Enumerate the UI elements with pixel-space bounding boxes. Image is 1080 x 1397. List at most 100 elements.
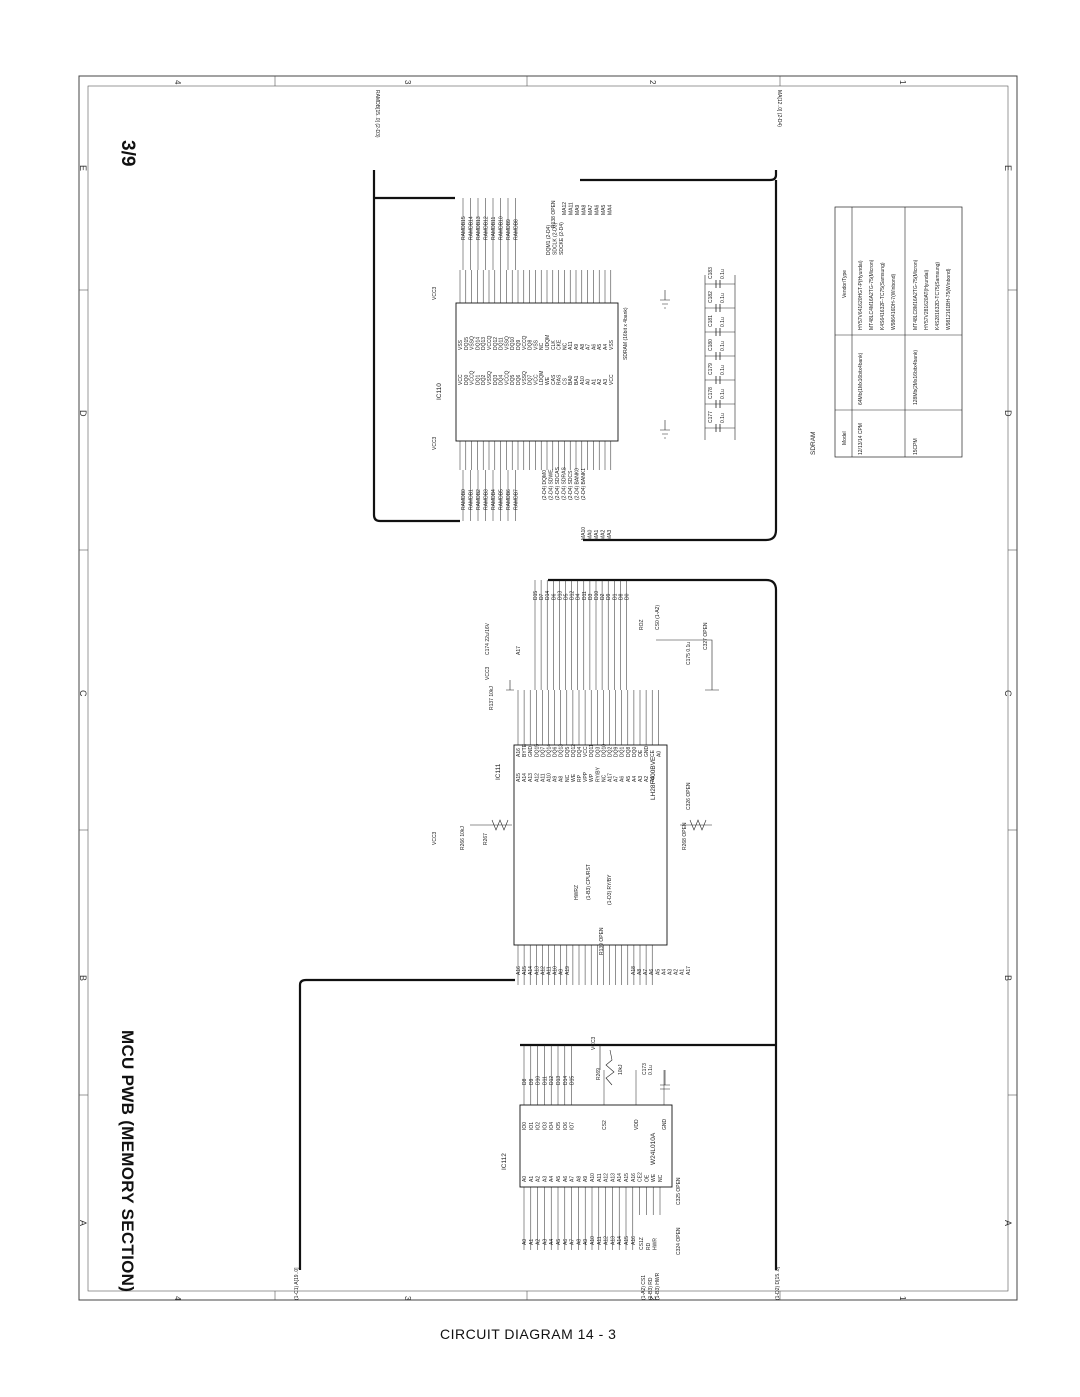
- ic112-pin-right-io3: IO3: [542, 1122, 548, 1130]
- ic111-data-d9: D9: [606, 593, 612, 600]
- table-row2-vendor-4: W9812161BH-75(Winbond): [946, 268, 952, 330]
- ic110-pin-dq3: DQ3: [493, 375, 499, 386]
- ic112-net-a3: A3: [542, 1239, 548, 1245]
- ic110-pin-a3: A3: [603, 379, 609, 385]
- ic112-net-a15: A15: [624, 1236, 630, 1245]
- ic110-ctrl-left-5: (2-D4) BANK0: [575, 468, 581, 500]
- ic111-pin-right-dq5: DQ5: [565, 747, 571, 758]
- ic111-addr-a6: A6: [649, 969, 655, 975]
- decoupling-cap-c180: C180: [708, 339, 714, 351]
- decoupling-cap-value-1: 0.1u: [720, 389, 726, 399]
- ic110-pin-right-a9: A9: [574, 344, 580, 350]
- ic112-pin-a10: A10: [590, 1173, 596, 1182]
- ic112-ctrl-2: (1-B3) RD: [648, 1277, 654, 1300]
- ic110-pin-dq4: DQ4: [499, 375, 505, 386]
- ic110-pin-vcc: VCC: [458, 374, 464, 385]
- sdram-addr-bus-label: MA[12..0] (2-D4): [776, 90, 782, 127]
- ic111-data-d12: D12: [570, 591, 576, 600]
- ic110-ma-right-ma12: MA12: [562, 202, 568, 215]
- ic112-pin-right-gnd: GND: [662, 1119, 668, 1131]
- ic111-pin-right-oe: OE: [638, 749, 644, 757]
- ic110-ctrl-left-1: (2-D4) SDWE: [549, 469, 555, 500]
- ic111-pin-a12: A12: [534, 773, 540, 782]
- ic111-data-d0: D0: [625, 593, 631, 600]
- ic111-addr-a7: A7: [643, 969, 649, 975]
- ic112-pin-ce2: CE2: [638, 1172, 644, 1182]
- decoupling-cap-c178: C178: [708, 387, 714, 399]
- ic112-pin-a6: A6: [563, 1176, 569, 1182]
- ic110-pin-right-udqm: UDQM: [545, 335, 551, 350]
- ic111-pin-a14: A14: [522, 773, 528, 782]
- ic110-ramdb-left-2: RAMDB2: [476, 489, 482, 510]
- ic110-pin-vccq: VCCQ: [504, 370, 510, 385]
- ic110-pin-right-a5: A5: [597, 344, 603, 350]
- ic112-pin-a3: A3: [542, 1176, 548, 1182]
- ic110-pin-right-dq14: DQ14: [475, 337, 481, 350]
- ic112-pin-we: WE: [651, 1173, 657, 1182]
- ic111-r268: R268 OPEN: [682, 822, 688, 850]
- decoupling-cap-c183: C183: [708, 267, 714, 279]
- ic110-ctrl-left-0: (2-D4) DQM0: [542, 470, 548, 500]
- ic110-ma-right-ma5: MA5: [601, 205, 607, 216]
- ic111-addr-a15: A15: [522, 966, 528, 975]
- ic110-ma-right-ma6: MA6: [595, 205, 601, 216]
- ic110-ref: IC110: [436, 383, 443, 400]
- page-footer: CIRCUIT DIAGRAM 14 - 3: [440, 1326, 617, 1342]
- ic111-pin-nc: NC: [601, 774, 607, 782]
- ic111-pin-ry-by: RY/BY: [595, 766, 601, 782]
- ic111-pin-right-dq0: DQ0: [632, 747, 638, 758]
- ic111-pin-right-dq8: DQ8: [626, 747, 632, 758]
- ic111-pin-right-a0: A0: [656, 751, 662, 757]
- frame-col-top-2: 2: [648, 80, 657, 85]
- ic111-pin-right-dq1: DQ1: [620, 747, 626, 758]
- ic110-pin-right-vccq: VCCQ: [487, 335, 493, 350]
- table-row1-vendor-4: W986416DH-7(Winbond): [891, 274, 897, 330]
- ic110-ramdb-right-1: RAMDB14: [469, 216, 475, 240]
- ic110-ramdb-right-6: RAMDB9: [506, 219, 512, 240]
- page-title: MCU PWB (MEMORY SECTION): [118, 1030, 137, 1292]
- ic111-pin-a9: A9: [553, 776, 559, 782]
- ic111-c326: C326 OPEN: [686, 782, 692, 810]
- ic112-c-val: 0.1u: [648, 1065, 654, 1075]
- ic111-pin-right-dq13: DQ13: [559, 744, 565, 757]
- ic112-pin-a5: A5: [556, 1176, 562, 1182]
- table-row2-vendor-1: MT48LC8M16A2TG-75(Micron): [913, 259, 919, 330]
- table-row2-size: 128Mb(2Mx16bitx4bank): [913, 350, 919, 405]
- ic110-pin-vcc: VCC: [533, 374, 539, 385]
- ic111-pin-right-dq12: DQ12: [571, 744, 577, 757]
- ic112-ctrl-3: (1-B3) HWR: [655, 1272, 661, 1300]
- ic110-pin-right-dq15: DQ15: [464, 337, 470, 350]
- ic111-pin-right-a16: A16: [516, 748, 522, 757]
- ic110-pin-right-vccq: VCCQ: [522, 335, 528, 350]
- table-row1-size: 64Mb(1Mx16bitx4bank): [858, 352, 864, 405]
- ic112-pin-right-io4: IO4: [549, 1122, 555, 1130]
- ic112-net-right-d10: D10: [536, 1076, 542, 1085]
- ic112-cap-open-1: C324 OPEN: [676, 1227, 682, 1255]
- ic112-net-right-d8: D8: [522, 1078, 528, 1085]
- ic111-cpurst: (1-B3) CPURST: [586, 864, 592, 900]
- ic110-ma-right-ma4: MA4: [608, 205, 614, 216]
- ic110-vcc-left: VCC3: [432, 436, 438, 450]
- decoupling-cap-c181: C181: [708, 315, 714, 327]
- ic111-r139: R139 OPEN: [599, 927, 605, 955]
- ic110-pin-dq1: DQ1: [475, 375, 481, 386]
- ic111-pin-right-dq10: DQ10: [601, 744, 607, 757]
- ic111-addr-a3: A3: [668, 969, 674, 975]
- ic110-pin-right-clk: CLK: [551, 340, 557, 350]
- ic110-pin-right-dq12: DQ12: [493, 337, 499, 350]
- frame-row-right-C: C: [1003, 690, 1013, 697]
- ic112-pin-a8: A8: [576, 1176, 582, 1182]
- ic112-pin-right-io7: IO7: [570, 1122, 576, 1130]
- ic111-pin-right-dq9: DQ9: [614, 747, 620, 758]
- ic111-data-d15: D15: [533, 591, 539, 600]
- decoupling-cap-value-2: 0.1u: [720, 365, 726, 375]
- ic112-r-val: 10kJ: [618, 1064, 624, 1075]
- ic111-pin-a6: A6: [620, 776, 626, 782]
- ic110-part: SDRAM (16bit x 4bank): [623, 307, 629, 360]
- ic111-data-d4: D4: [576, 593, 582, 600]
- ic111-data-d11: D11: [582, 591, 588, 600]
- ic110-pin-dq6: DQ6: [516, 375, 522, 386]
- decoupling-cap-value-0: 0.1u: [720, 413, 726, 423]
- page-number: 3/9: [117, 140, 138, 166]
